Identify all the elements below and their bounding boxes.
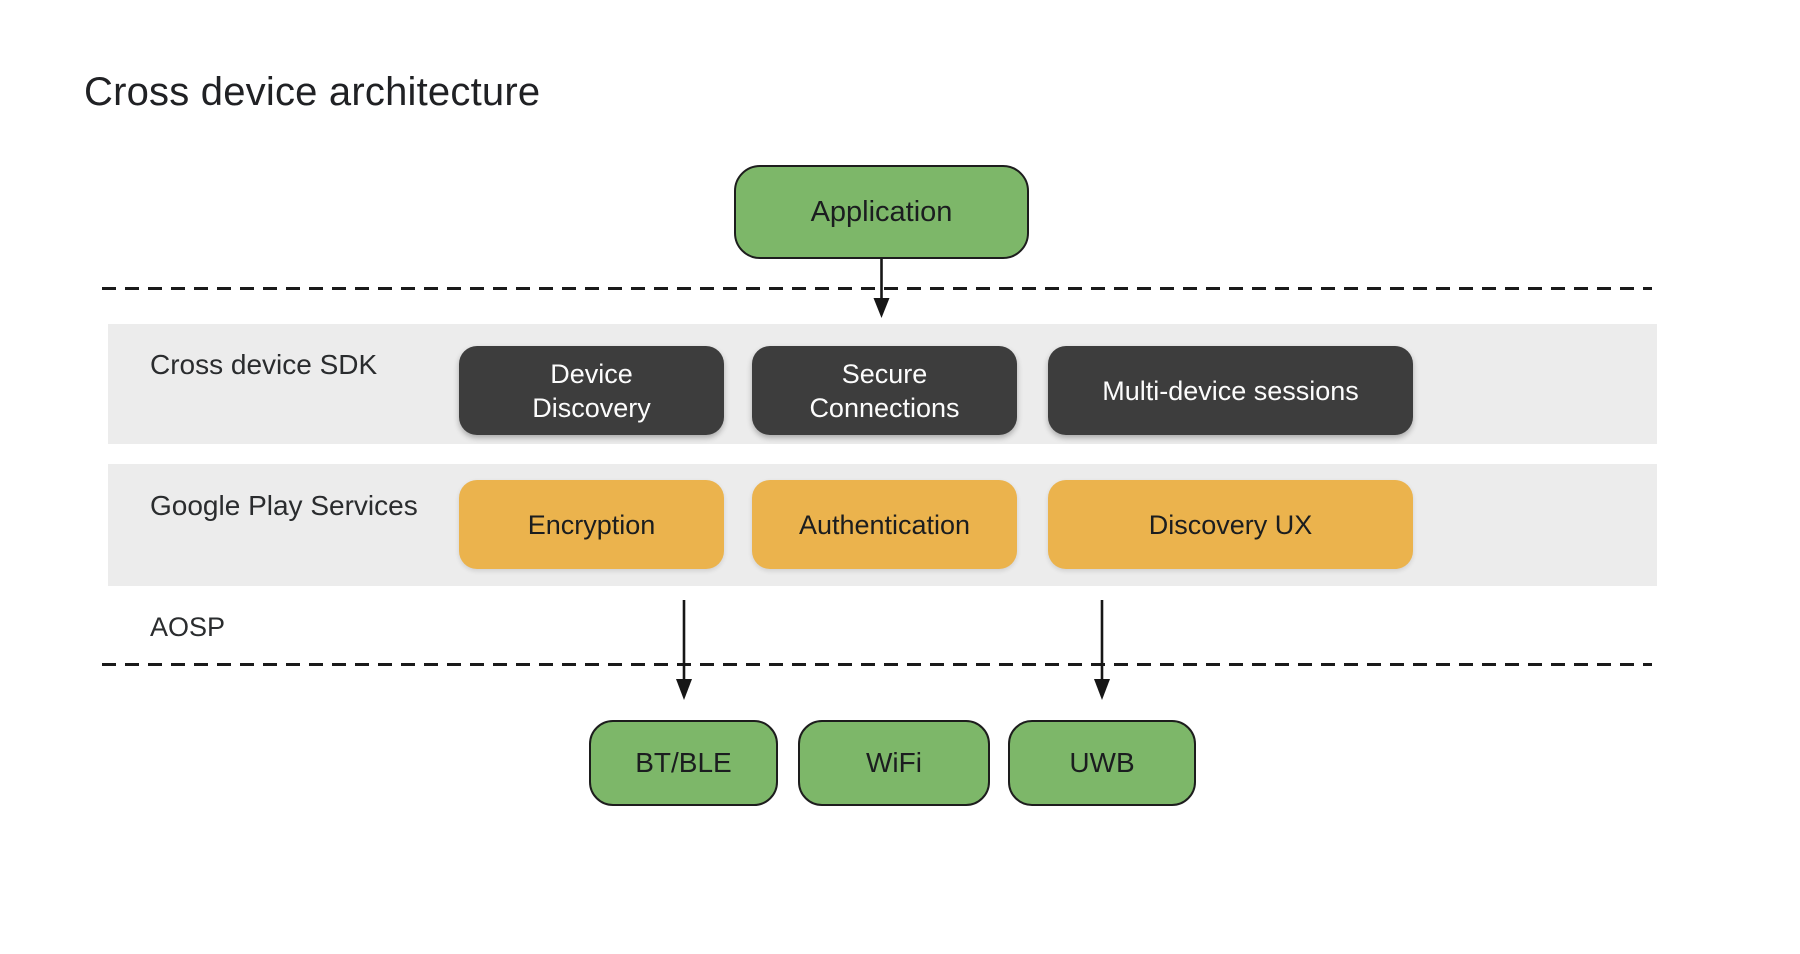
node-label-line: Encryption — [527, 509, 656, 540]
band-label-line: Cross device — [150, 349, 312, 380]
dashed-boundary-top — [102, 287, 1652, 290]
node-multi-device-sessions: Multi-device sessions — [1048, 346, 1413, 435]
node-label-line: Discovery UX — [1148, 509, 1313, 540]
node-secure-connections: Secure Connections — [752, 346, 1017, 435]
node-label-line: Authentication — [798, 509, 971, 540]
dashed-boundary-bottom — [102, 663, 1652, 666]
page-title: Cross device architecture — [84, 70, 541, 114]
node-authentication: Authentication — [752, 480, 1017, 569]
node-discovery-ux: Discovery UX — [1048, 480, 1413, 569]
band-label-line: SDK — [319, 349, 378, 380]
node-application: Application — [734, 165, 1029, 259]
arrow-services-to-btble — [676, 600, 692, 700]
label-aosp: AOSP — [150, 612, 226, 642]
node-uwb: UWB — [1008, 720, 1196, 806]
node-application-label: Application — [810, 195, 953, 228]
band-label-line: Google Play — [150, 490, 303, 521]
node-label-line: Device — [550, 358, 633, 389]
node-label-line: Secure — [841, 358, 928, 389]
band-label-cross-device-sdk: Cross device SDK — [150, 347, 377, 383]
band-label-google-play-services: Google Play Services — [150, 488, 418, 524]
node-bt-ble: BT/BLE — [589, 720, 778, 806]
node-label-line: Discovery — [532, 392, 651, 423]
node-label-line: UWB — [1069, 747, 1135, 778]
node-label-line: WiFi — [866, 747, 922, 778]
node-encryption: Encryption — [459, 480, 724, 569]
band-label-line: Services — [310, 490, 418, 521]
node-label-line: BT/BLE — [635, 747, 732, 778]
node-wifi: WiFi — [798, 720, 990, 806]
node-label-line: Connections — [809, 392, 960, 423]
node-label-line: Multi-device sessions — [1102, 375, 1359, 406]
arrow-services-to-uwb — [1094, 600, 1110, 700]
node-device-discovery: Device Discovery — [459, 346, 724, 435]
